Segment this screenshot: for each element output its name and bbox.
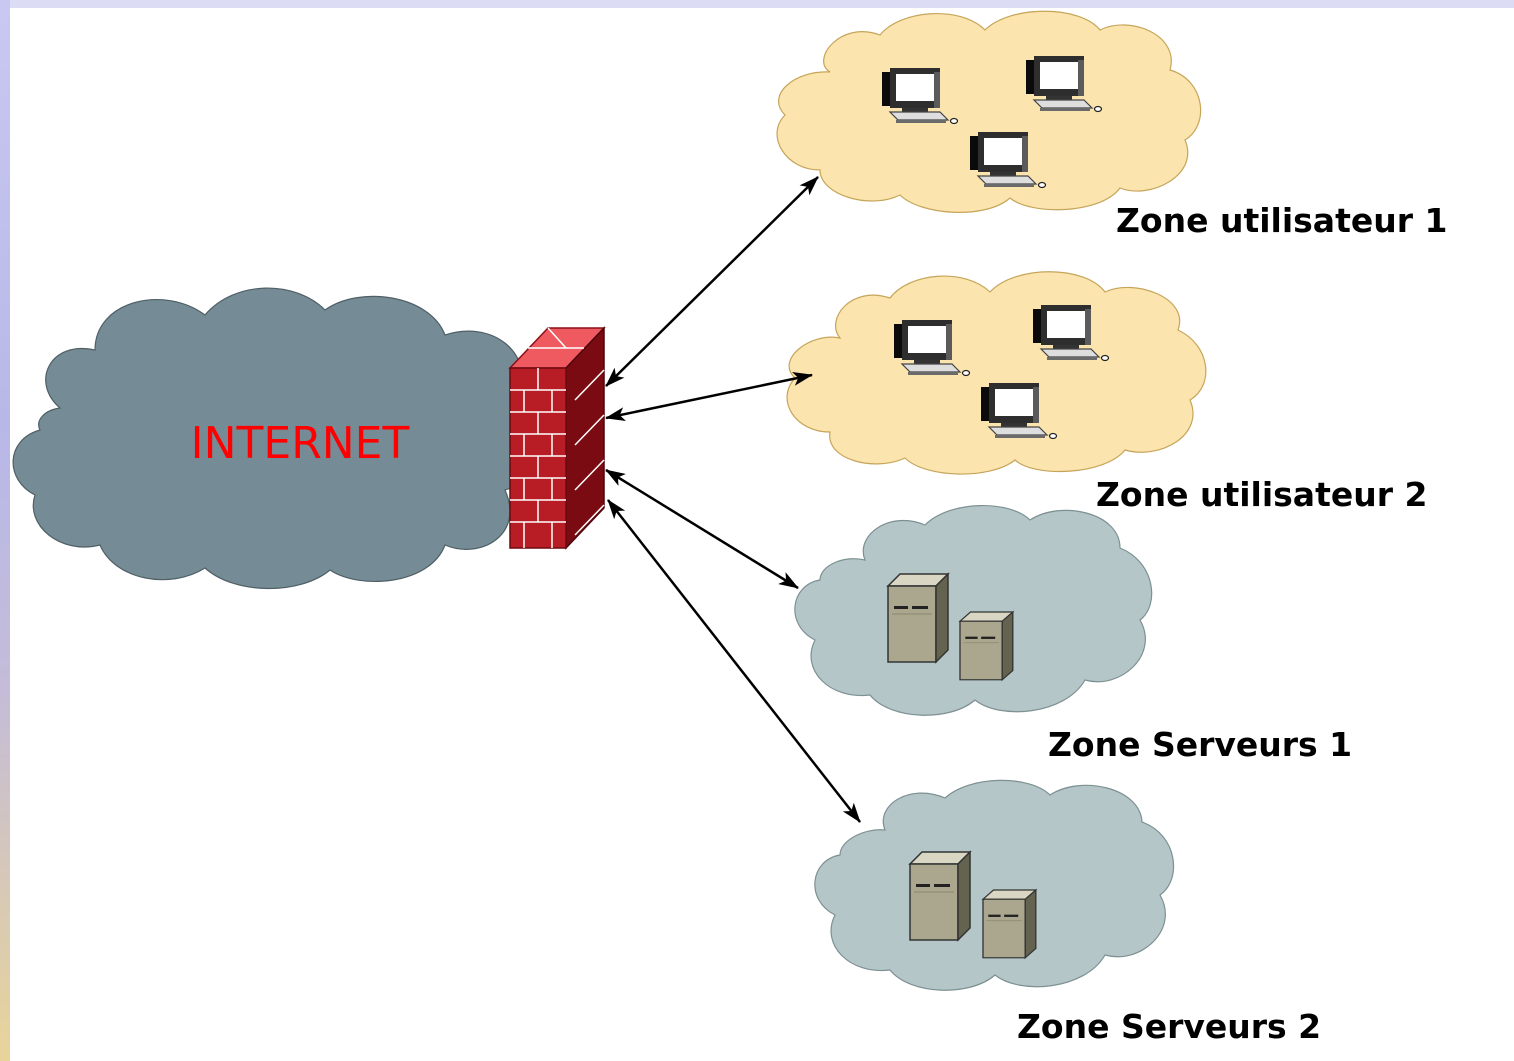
server-tower-icon [982, 889, 1037, 959]
zone-label: Zone Serveurs 1 [1048, 725, 1352, 764]
zone-cloud-user-1 [776, 10, 1202, 213]
connection-arrow-zone-user-2 [605, 372, 813, 421]
zone-cloud-user-2 [786, 271, 1207, 475]
zone-label: Zone utilisateur 2 [1096, 475, 1427, 514]
server-tower-icon [887, 573, 949, 663]
server-tower-icon [909, 851, 971, 941]
server-tower-icon [959, 611, 1014, 681]
brick-firewall-icon [508, 326, 606, 550]
internet-label: INTERNET [191, 418, 410, 469]
connection-arrow-zone-servers-2 [607, 499, 861, 823]
zone-label: Zone Serveurs 2 [1017, 1007, 1321, 1046]
zone-cloud-servers-2 [814, 779, 1174, 991]
connection-arrow-zone-user-1 [605, 176, 819, 387]
connection-arrow-zone-servers-1 [605, 468, 799, 590]
zone-label: Zone utilisateur 1 [1116, 201, 1447, 240]
zone-cloud-servers-1 [794, 505, 1153, 716]
slide-top-band [0, 0, 1514, 8]
slide-left-band [0, 0, 10, 1061]
